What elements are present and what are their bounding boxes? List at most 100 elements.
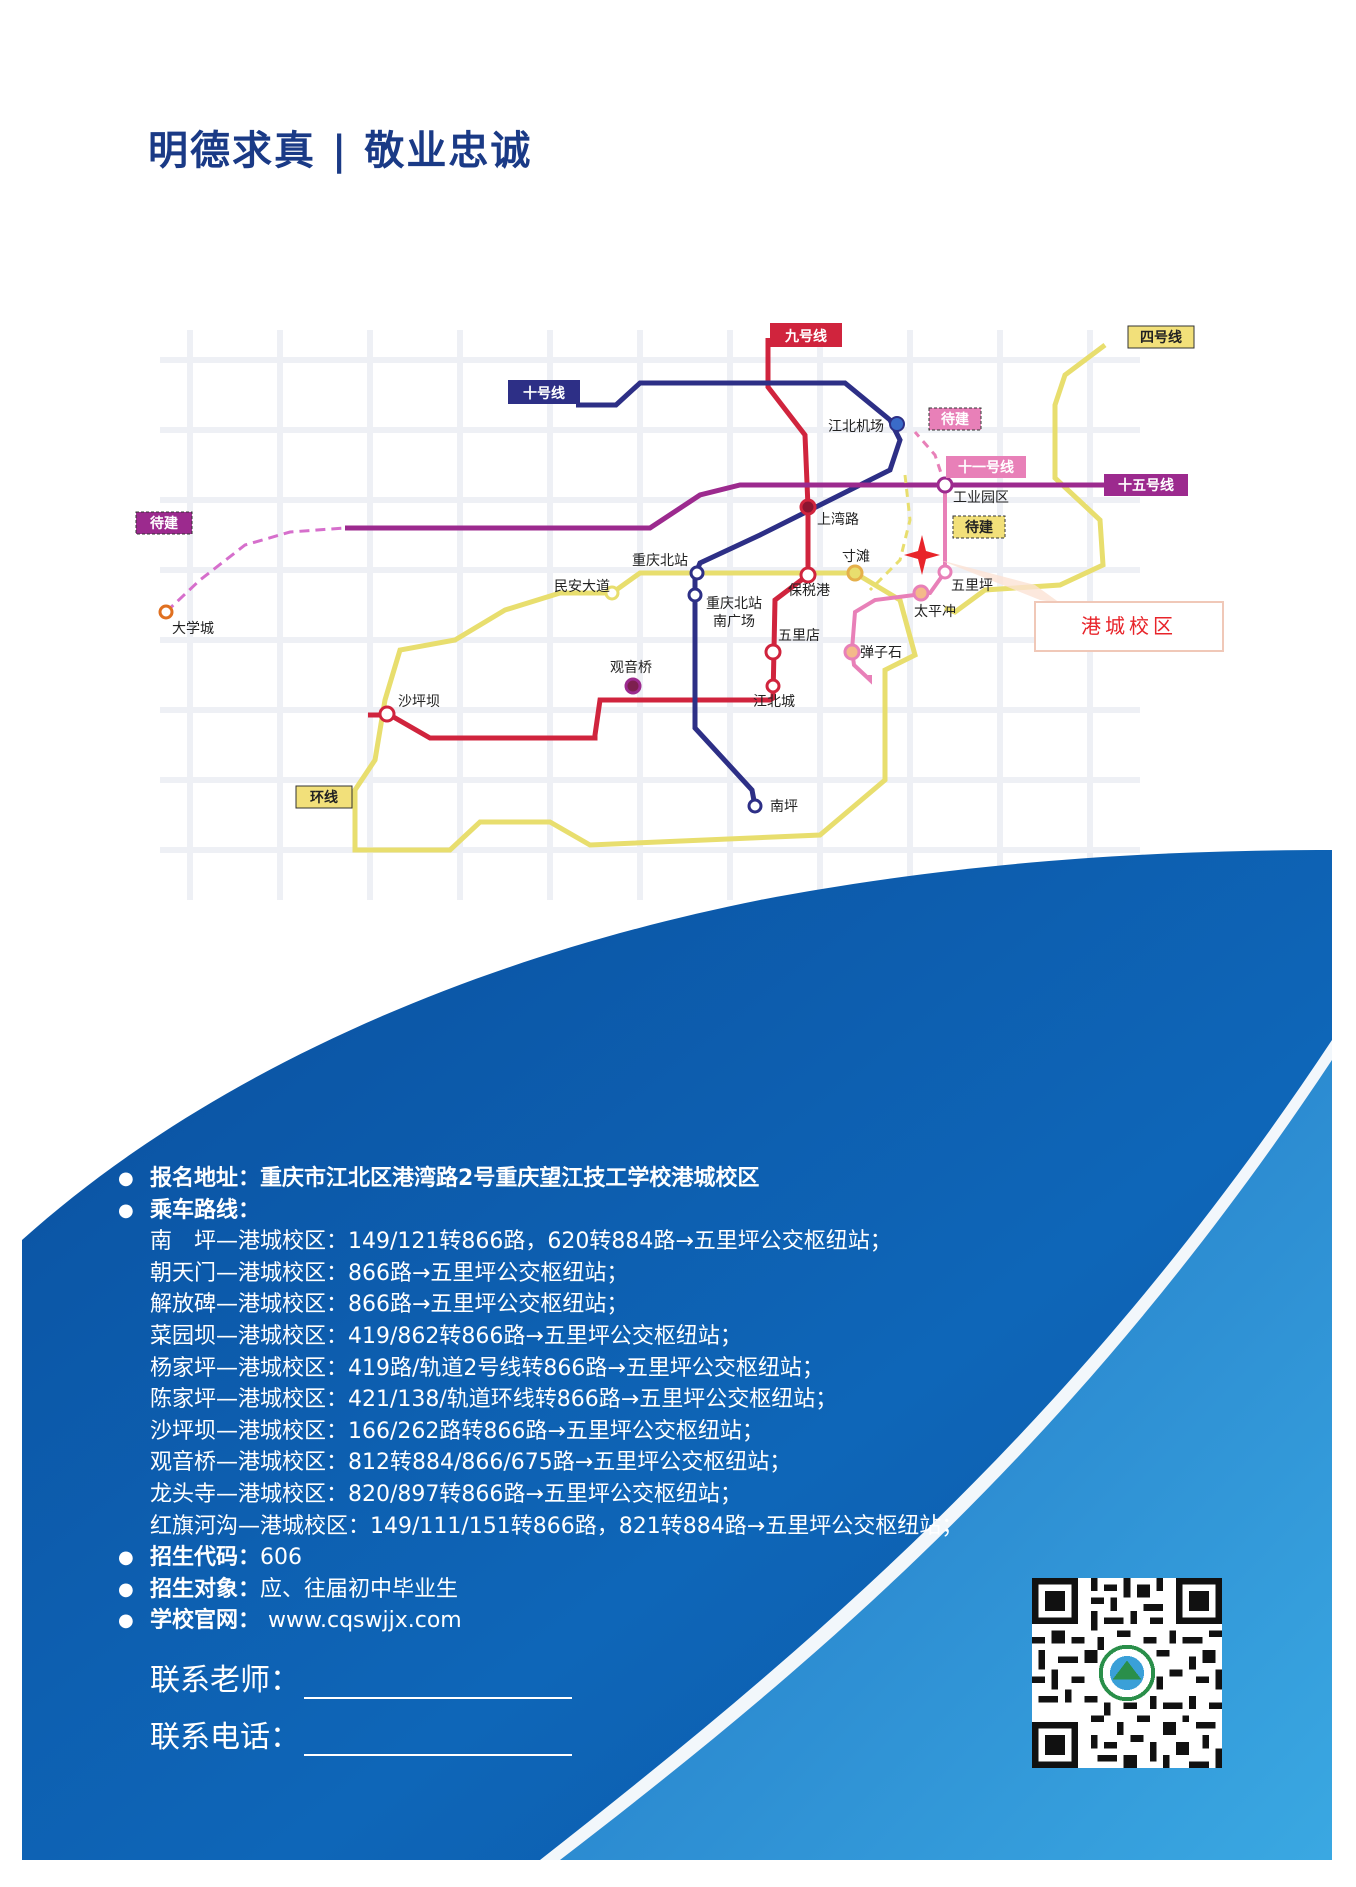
line-15 [345, 482, 1110, 531]
route-item: 南 坪—港城校区：149/121转866路，620转884路→五里坪公交枢纽站； [150, 1229, 892, 1255]
station-label: 重庆北站 [706, 596, 762, 612]
station-label: 五里坪 [951, 578, 993, 594]
station-marker [936, 476, 954, 494]
code-row: ● 招生代码：606 [118, 1542, 1038, 1574]
line-15-badge [1104, 474, 1188, 496]
address-value: 重庆市江北区港湾路2号重庆望江技工学校港城校区 [260, 1166, 760, 1191]
line-10-badge [508, 380, 580, 404]
line-4-badge [1127, 325, 1195, 349]
campus-label: 港城校区 [1081, 614, 1177, 638]
route-item: 杨家坪—港城校区：419路/轨道2号线转866路→五里坪公交枢纽站； [150, 1355, 824, 1381]
contact-phone-blank [304, 1726, 572, 1756]
station-marker [799, 566, 817, 584]
station-label: 大学城 [172, 621, 214, 637]
contact-teacher-row: 联系老师： [150, 1655, 572, 1699]
bullet-icon: ● [118, 1168, 134, 1189]
station-marker [764, 643, 782, 661]
contact-teacher-label: 联系老师： [150, 1663, 300, 1698]
line-4-label: 四号线 [1140, 329, 1182, 346]
station-marker [158, 604, 174, 620]
pending-badge-3 [952, 515, 1006, 539]
station-label: 江北城 [753, 694, 795, 710]
station-marker [889, 416, 905, 432]
route-item: 红旗河沟—港城校区：149/111/151转866路，821转884路→五里坪公… [150, 1513, 964, 1539]
station-label: 上湾路 [817, 511, 859, 528]
station-label: 寸滩 [842, 549, 870, 565]
station-label: 沙坪坝 [398, 694, 440, 710]
metro-map: 港城校区 九号线 十号线 四号线 十一号线 十五号线 环线 待建 待建 待建 大… [135, 323, 1224, 900]
campus-label-box [1034, 601, 1224, 652]
contact-phone-row: 联系电话： [150, 1712, 572, 1756]
station-label: 南广场 [713, 614, 755, 630]
bullet-icon: ● [118, 1547, 134, 1569]
target-value: 应、往届初中毕业生 [260, 1576, 459, 1602]
code-label: 招生代码： [150, 1545, 261, 1571]
station-label: 江北机场 [828, 419, 884, 435]
station-marker [689, 565, 705, 581]
info-block: ● 报名地址：重庆市江北区港湾路2号重庆望江技工学校港城校区 ● 乘车路线： 南… [118, 1163, 1038, 1637]
station-label: 重庆北站 [632, 553, 688, 569]
station-marker [765, 678, 781, 694]
station-marker [604, 585, 620, 601]
pending-label-3: 待建 [965, 519, 993, 536]
bullet-icon: ● [118, 1610, 134, 1632]
station-label: 弹子石 [860, 645, 902, 661]
station-marker [937, 564, 953, 580]
station-marker [843, 643, 861, 661]
line-10-label: 十号线 [523, 385, 565, 402]
route-item: 龙头寺—港城校区：820/897转866路→五里坪公交枢纽站； [150, 1481, 742, 1507]
target-row: ● 招生对象：应、往届初中毕业生 [118, 1574, 1038, 1606]
pending-badge-1 [135, 511, 193, 535]
address-label: 报名地址： [150, 1166, 261, 1191]
loop-line-badge [295, 785, 353, 809]
line-9-badge [770, 323, 842, 347]
website-row: ● 学校官网： www.cqswjjx.com [118, 1605, 1038, 1637]
station-marker [687, 587, 703, 603]
loop-line-label: 环线 [310, 789, 338, 806]
line-11-badge [946, 456, 1026, 478]
map-background-grid [160, 330, 1140, 900]
route-item: 菜园坝—港城校区：419/862转866路→五里坪公交枢纽站； [150, 1323, 742, 1349]
route-item: 解放碑—港城校区：866路→五里坪公交枢纽站； [150, 1292, 629, 1318]
station-marker [912, 584, 930, 602]
line-4 [944, 343, 1107, 615]
station-marker [747, 798, 763, 814]
station-label: 观音桥 [610, 659, 652, 676]
pending-badge-2 [928, 407, 982, 431]
station-marker [799, 498, 817, 516]
station-label: 工业园区 [953, 490, 1009, 506]
line-15-pending [164, 526, 346, 614]
line-15-label: 十五号线 [1118, 477, 1174, 494]
address-row: ● 报名地址：重庆市江北区港湾路2号重庆望江技工学校港城校区 [118, 1163, 1038, 1195]
campus-pointer [940, 560, 1060, 603]
line-9-label: 九号线 [784, 328, 827, 345]
station-marker [624, 677, 642, 695]
contact-teacher-blank [304, 1669, 572, 1699]
routes-label: 乘车路线： [150, 1197, 261, 1223]
routes-row: ● 乘车路线： [118, 1195, 1038, 1227]
line-9 [368, 338, 811, 741]
website-label: 学校官网： [150, 1608, 261, 1634]
pending-label-2: 待建 [941, 411, 969, 428]
station-label: 南坪 [770, 799, 798, 815]
station-label: 保税港 [788, 583, 830, 599]
route-item: 沙坪坝—港城校区：166/262路转866路→五里坪公交枢纽站； [150, 1418, 764, 1444]
station-label: 五里店 [778, 628, 820, 644]
line-11-label: 十一号线 [958, 459, 1014, 476]
contact-phone-label: 联系电话： [150, 1720, 300, 1755]
bullet-icon: ● [118, 1199, 134, 1221]
route-item: 朝天门—港城校区：866路→五里坪公交枢纽站； [150, 1260, 629, 1286]
stations [158, 416, 954, 814]
website-link[interactable]: www.cqswjjx.com [268, 1608, 462, 1634]
station-marker [846, 564, 864, 582]
loop-line [352, 570, 918, 853]
station-label: 民安大道 [554, 579, 610, 595]
qr-code[interactable] [1032, 1578, 1222, 1768]
route-item: 观音桥—港城校区：812转884/866/675路→五里坪公交枢纽站； [150, 1450, 792, 1476]
line-11-pending [913, 431, 947, 486]
slogan: 明德求真 | 敬业忠诚 [148, 127, 533, 174]
campus-star-icon [904, 535, 940, 575]
code-value: 606 [260, 1545, 303, 1571]
pending-label-1: 待建 [150, 515, 178, 532]
